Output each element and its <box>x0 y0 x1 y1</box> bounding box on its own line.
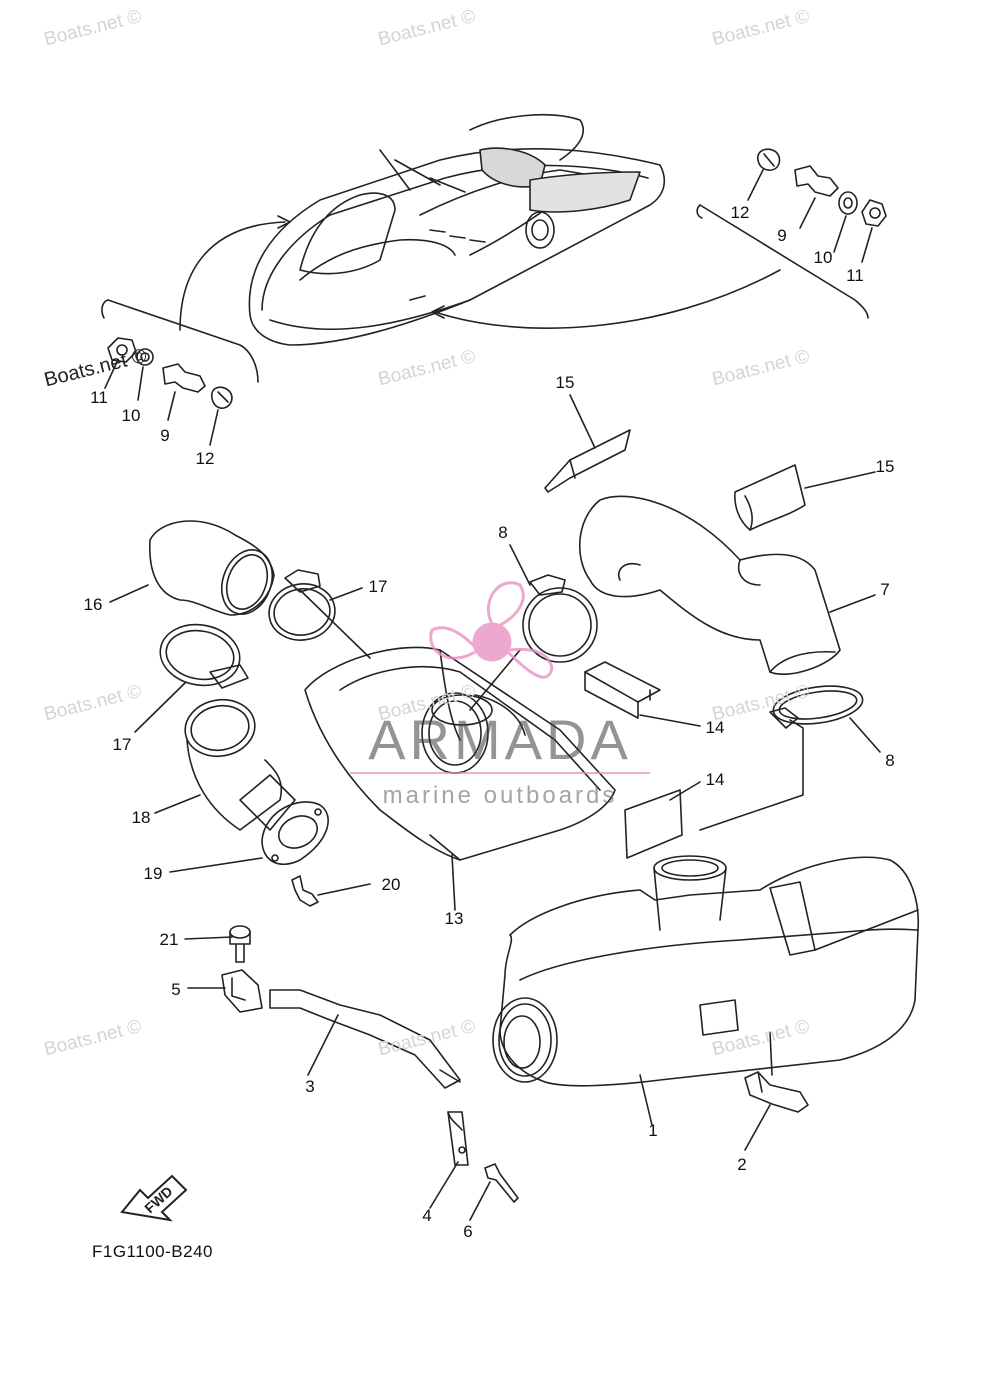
bolt-21 <box>229 925 251 963</box>
callout-15: 15 <box>875 457 895 476</box>
hose-clamp-17-lower <box>159 623 249 689</box>
brand-tagline: marine outboards <box>382 782 618 809</box>
holder-2 <box>744 1071 809 1113</box>
armada-logo-mark <box>429 581 554 679</box>
strap-3 <box>269 989 461 1089</box>
hose-fitting-group-left <box>107 337 233 409</box>
callout-8: 8 <box>885 751 895 770</box>
watercraft-illustration <box>248 114 666 346</box>
intake-elbow-18 <box>184 698 296 831</box>
hose-clamp-8-lower <box>769 685 864 729</box>
brand-name: ARMADA <box>368 708 632 771</box>
hose-clamp-17-upper <box>268 569 336 641</box>
callout-4: 4 <box>422 1206 432 1225</box>
brand-divider <box>350 772 650 774</box>
callout-11: 11 <box>90 388 108 407</box>
callout-12: 12 <box>195 449 215 468</box>
callout-7: 7 <box>880 580 890 599</box>
callout-19: 19 <box>143 864 163 883</box>
callout-14: 14 <box>705 770 725 789</box>
callout-5: 5 <box>171 980 181 999</box>
callout-14: 14 <box>705 718 725 737</box>
callout-6: 6 <box>463 1222 473 1241</box>
callout-17: 17 <box>112 735 132 754</box>
callout-11: 11 <box>846 266 864 285</box>
callout-18: 18 <box>131 808 151 827</box>
intake-box-13 <box>304 646 616 861</box>
callout-3: 3 <box>305 1077 315 1096</box>
hose-clamp-8-upper <box>522 574 598 663</box>
muffler-1 <box>492 855 920 1087</box>
intake-elbow-16 <box>149 520 275 616</box>
callout-12: 12 <box>730 203 750 222</box>
gasket-19 <box>261 801 329 865</box>
diagram-code: F1G1100-B240 <box>92 1242 213 1261</box>
callout-17: 17 <box>368 577 388 596</box>
clip-5 <box>221 969 263 1013</box>
callout-10: 10 <box>813 248 833 267</box>
callout-16: 16 <box>83 595 103 614</box>
callout-2: 2 <box>737 1155 747 1174</box>
callout-9: 9 <box>160 426 170 445</box>
callout-20: 20 <box>381 875 401 894</box>
callout-13: 13 <box>444 909 464 928</box>
hose-fitting-group-right <box>757 148 887 227</box>
callout-21: 21 <box>159 930 179 949</box>
callout-1: 1 <box>648 1121 658 1140</box>
callout-10: 10 <box>121 406 141 425</box>
callout-15: 15 <box>555 373 575 392</box>
callout-8: 8 <box>498 523 508 542</box>
intake-duct-7 <box>579 495 841 676</box>
fwd-arrow-icon <box>120 1174 188 1222</box>
callout-9: 9 <box>777 226 787 245</box>
bracket-4 <box>447 1111 469 1166</box>
fwd-label: FWD <box>141 1183 175 1216</box>
